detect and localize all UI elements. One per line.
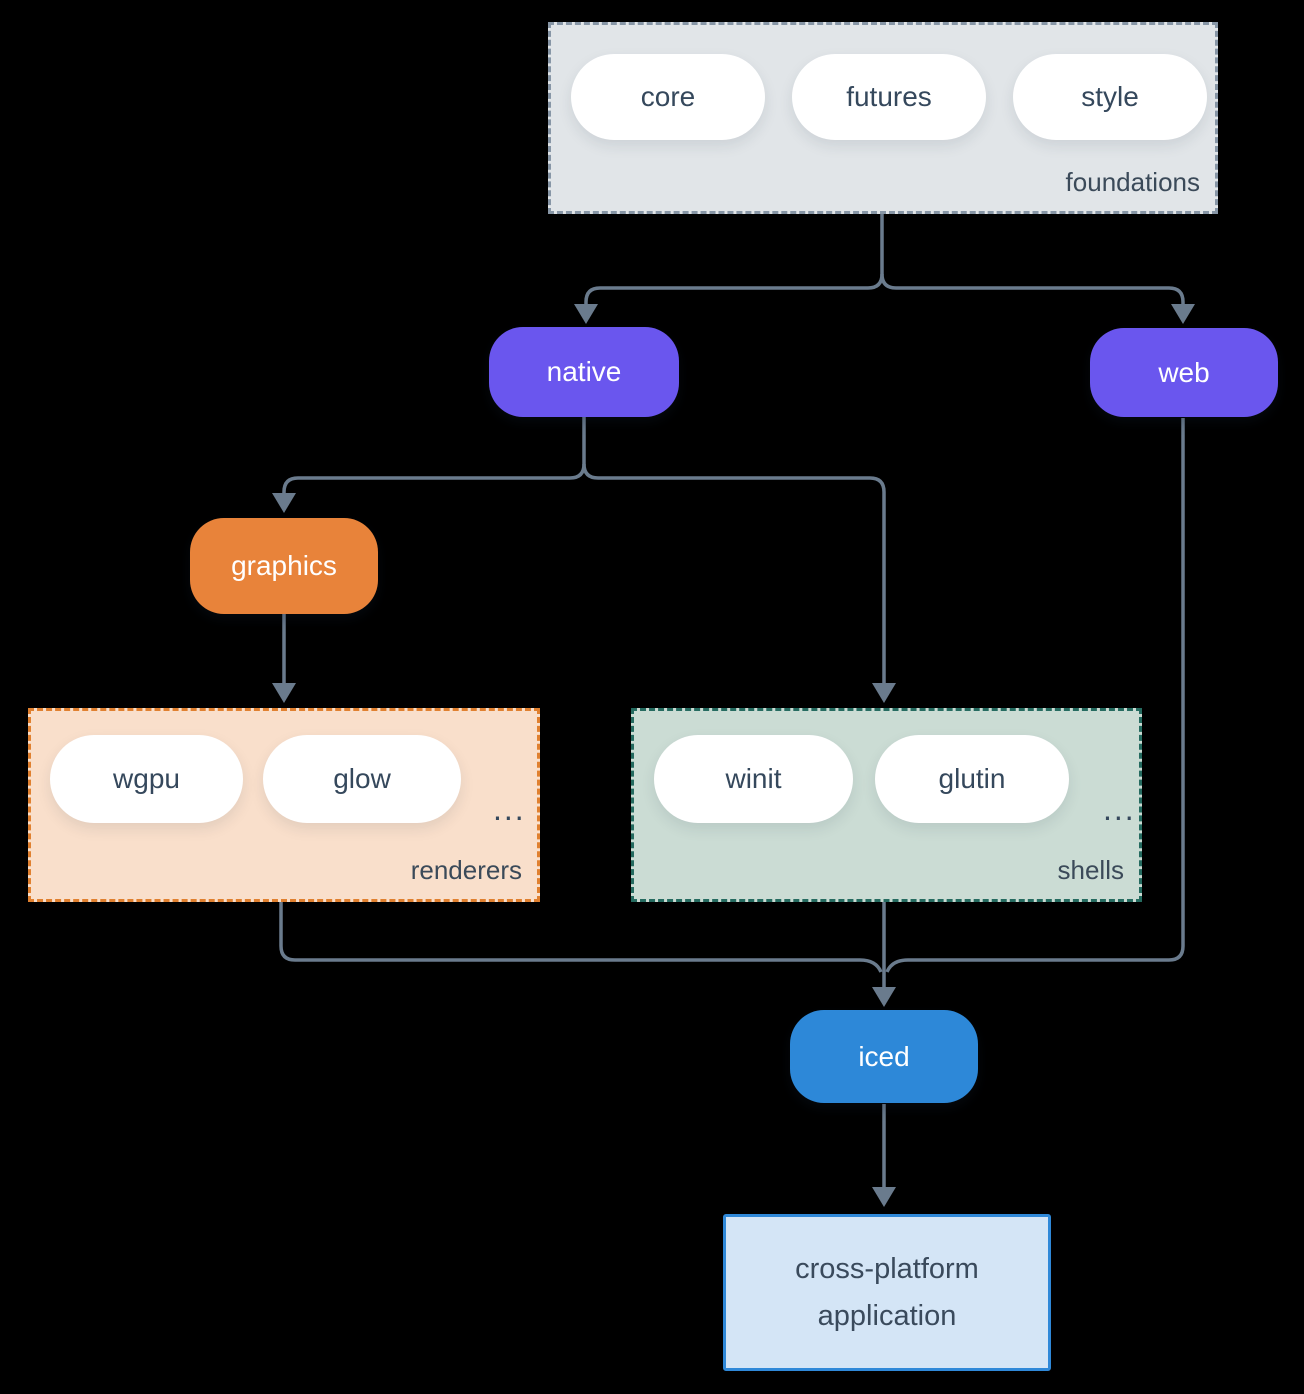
node-glutin-label: glutin xyxy=(938,763,1006,794)
renderers-ellipsis: ... xyxy=(493,790,526,827)
node-iced: iced xyxy=(790,1010,978,1103)
node-glow: glow xyxy=(263,735,461,823)
shells-ellipsis: ... xyxy=(1103,790,1136,827)
node-futures-label: futures xyxy=(846,81,932,112)
arrowhead-shells xyxy=(872,683,896,703)
group-foundations-label: foundations xyxy=(1065,167,1200,197)
arrowhead-native xyxy=(574,304,598,324)
node-core-label: core xyxy=(640,81,696,112)
node-web-label: web xyxy=(1158,356,1210,388)
node-winit-label: winit xyxy=(725,763,782,794)
node-iced-label: iced xyxy=(858,1040,910,1072)
node-cross-platform-application: cross-platform application xyxy=(723,1214,1051,1371)
edge-foundations-web xyxy=(880,273,1185,306)
arrowhead-iced xyxy=(872,987,896,1007)
arrowhead-graphics xyxy=(272,493,296,513)
node-core: core xyxy=(571,54,765,140)
arrowhead-renderers xyxy=(272,683,296,703)
arrowhead-application xyxy=(872,1187,896,1207)
node-winit: winit xyxy=(654,735,853,823)
node-native-label: native xyxy=(546,356,622,387)
arrowhead-web xyxy=(1171,304,1195,324)
node-style: style xyxy=(1013,54,1207,140)
node-glow-label: glow xyxy=(333,763,391,794)
node-graphics-label: graphics xyxy=(231,550,337,581)
edge-native-graphics xyxy=(282,416,586,496)
edge-web-iced xyxy=(885,418,1185,973)
application-label-line1: cross-platform xyxy=(795,1252,979,1285)
edge-renderers-iced xyxy=(279,902,883,973)
node-graphics: graphics xyxy=(190,518,378,614)
node-wgpu-label: wgpu xyxy=(113,763,180,794)
group-renderers: wgpu glow ... renderers xyxy=(28,708,540,902)
group-shells-label: shells xyxy=(1057,855,1124,885)
node-glutin: glutin xyxy=(875,735,1069,823)
node-style-label: style xyxy=(1081,81,1139,112)
node-native: native xyxy=(489,327,679,417)
edge-native-shells xyxy=(582,463,886,684)
group-foundations: core futures style foundations xyxy=(548,22,1218,214)
group-shells: winit glutin ... shells xyxy=(631,708,1142,902)
node-web: web xyxy=(1090,328,1278,417)
edge-foundations-native xyxy=(584,214,884,306)
node-wgpu: wgpu xyxy=(50,735,243,823)
node-futures: futures xyxy=(792,54,986,140)
application-label-line2: application xyxy=(817,1299,957,1332)
group-renderers-label: renderers xyxy=(410,855,522,885)
